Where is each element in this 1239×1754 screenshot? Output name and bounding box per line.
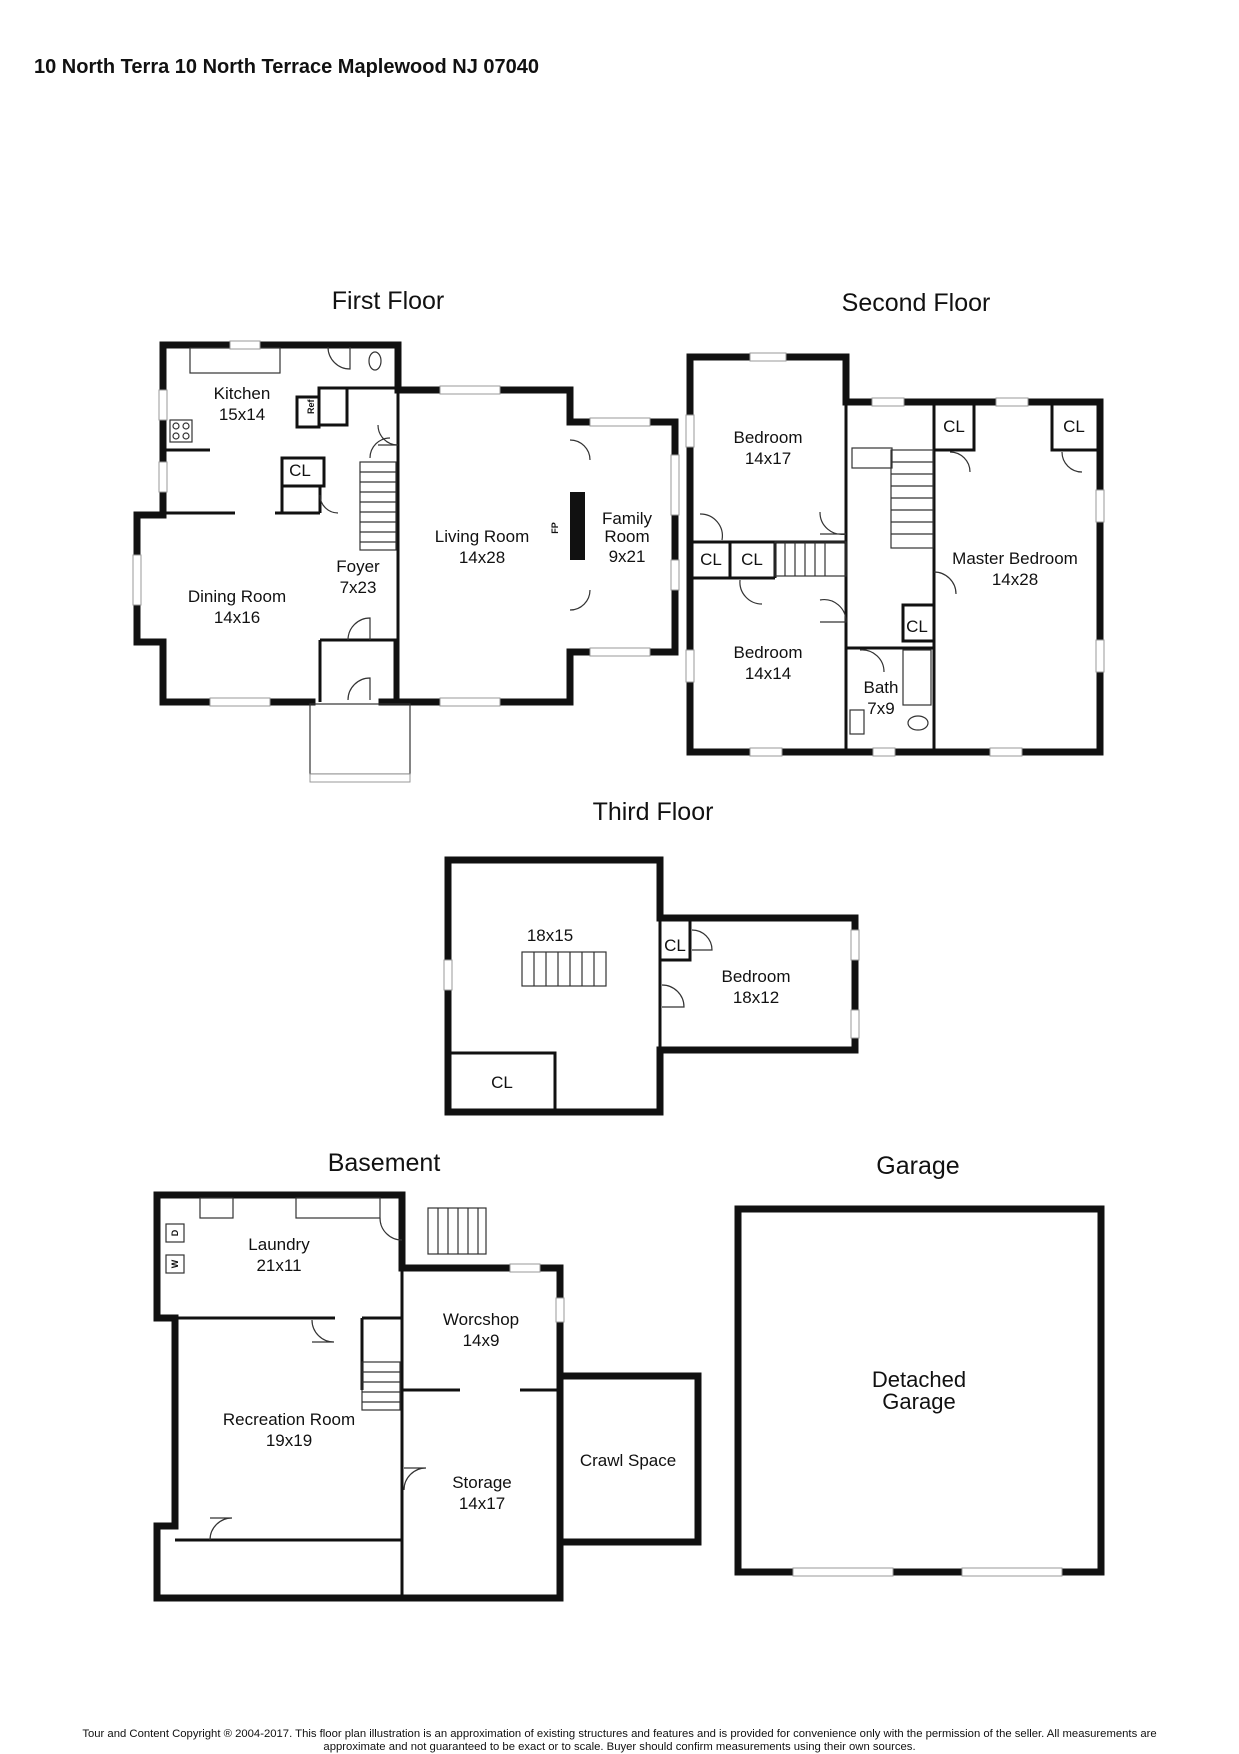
room-name: Kitchen — [214, 384, 271, 403]
ref-label: Ref — [306, 398, 316, 414]
room-size: 14x17 — [745, 449, 791, 468]
page-title: 10 North Terra 10 North Terrace Maplewoo… — [34, 56, 539, 78]
room-name: Bedroom — [722, 967, 791, 986]
room-name-line1: Family — [602, 509, 653, 528]
closet-label: CL — [1063, 417, 1085, 436]
first-floor-title: First Floor — [332, 287, 445, 315]
room-name: Foyer — [336, 557, 380, 576]
first-floor: First Floor FP Ref — [132, 287, 680, 783]
closet-label: CL — [289, 461, 311, 480]
closet-label: CL — [943, 417, 965, 436]
garage-label-line1: Detached — [872, 1367, 966, 1392]
room-size: 14x14 — [745, 664, 791, 683]
room-size: 7x23 — [340, 578, 377, 597]
closet-label: CL — [700, 550, 722, 569]
room-size: 19x19 — [266, 1431, 312, 1450]
basement: Basement D W Laundry 21x11 Recreation — [153, 1149, 702, 1602]
second-floor-title: Second Floor — [842, 289, 991, 317]
footer-line-2: approximate and not guaranteed to be exa… — [323, 1741, 916, 1753]
room-size: 14x9 — [463, 1331, 500, 1350]
room-size: 15x14 — [219, 405, 265, 424]
room-size: 14x28 — [459, 548, 505, 567]
room-name: Storage — [452, 1473, 512, 1492]
fireplace-label: FP — [550, 522, 560, 534]
room-name: Master Bedroom — [952, 549, 1078, 568]
room-size: 14x17 — [459, 1494, 505, 1513]
room-size: 14x28 — [992, 570, 1038, 589]
copyright-footer: Tour and Content Copyright ® 2004-2017. … — [10, 1728, 1229, 1754]
room-size: 18x15 — [527, 926, 573, 945]
room-name-line2: Room — [604, 527, 649, 546]
room-name: Worcshop — [443, 1310, 519, 1329]
basement-title: Basement — [328, 1149, 441, 1177]
room-name: Recreation Room — [223, 1410, 355, 1429]
room-size: 7x9 — [867, 699, 894, 718]
closet-label: CL — [741, 550, 763, 569]
room-name: Living Room — [435, 527, 530, 546]
footer-line-1: Tour and Content Copyright ® 2004-2017. … — [82, 1728, 1157, 1740]
dryer-label: D — [170, 1229, 180, 1236]
room-size: 14x16 — [214, 608, 260, 627]
second-floor: Second Floor — [685, 289, 1105, 757]
room-size: 9x21 — [609, 547, 646, 566]
closet-label: CL — [664, 936, 686, 955]
third-floor-title: Third Floor — [593, 798, 714, 826]
room-name: Dining Room — [188, 587, 286, 606]
garage: Garage Detached Garage — [734, 1152, 1105, 1577]
room-size: 18x12 — [733, 988, 779, 1007]
room-name: Bedroom — [734, 428, 803, 447]
room-name: Bedroom — [734, 643, 803, 662]
washer-label: W — [170, 1259, 180, 1268]
garage-title: Garage — [876, 1152, 959, 1180]
room-name: Crawl Space — [580, 1451, 676, 1470]
room-name: Laundry — [248, 1235, 310, 1254]
garage-label-line2: Garage — [882, 1389, 955, 1414]
closet-label: CL — [491, 1073, 513, 1092]
room-size: 21x11 — [256, 1256, 301, 1275]
closet-label: CL — [906, 617, 928, 636]
room-name: Bath — [864, 678, 899, 697]
third-floor: Third Floor 18x15 Bedroom 18x12 CL CL — [443, 798, 860, 1116]
